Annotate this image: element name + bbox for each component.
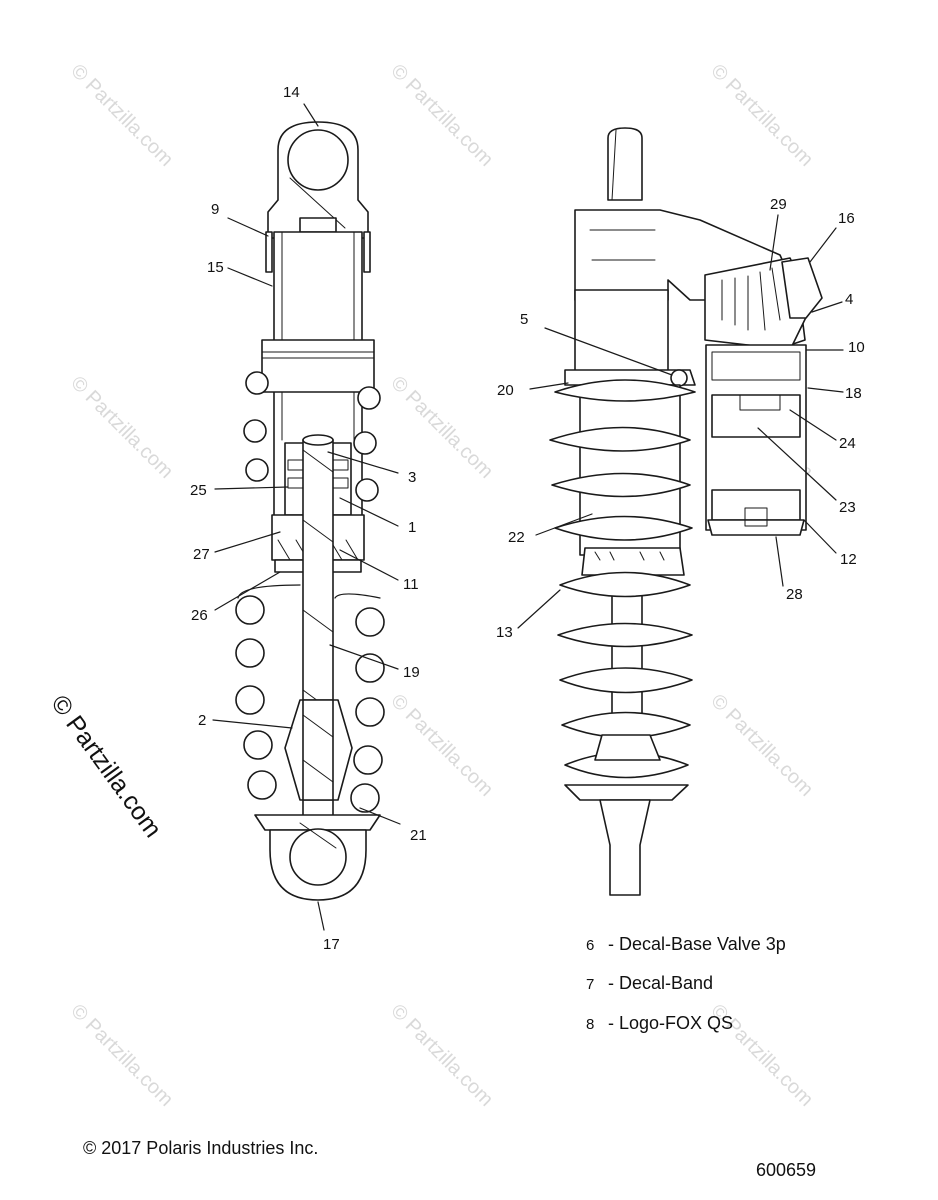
callout-2: 2: [198, 712, 207, 729]
shaft-lower: [611, 574, 643, 736]
legend-item: 8 - Logo-FOX QS: [586, 1013, 733, 1034]
callout-1: 1: [408, 519, 417, 536]
right-shock-exterior: [549, 127, 823, 896]
callout-5: 5: [520, 311, 529, 328]
callout-28: 28: [786, 586, 803, 603]
spring-coils-upper: [243, 371, 381, 502]
legend-text: - Decal-Base Valve 3p: [608, 934, 786, 954]
callout-21: 21: [410, 827, 427, 844]
snap-ring: [363, 231, 371, 273]
callout-19: 19: [403, 664, 420, 681]
legend-number: 8: [586, 1016, 595, 1033]
adjuster-knob: [781, 257, 823, 319]
preload-set-screw: [670, 369, 688, 387]
callout-15: 15: [207, 259, 224, 276]
lower-spring-seat: [254, 814, 381, 831]
leader-lines: [212, 103, 844, 931]
reservoir-end-cap: [707, 519, 805, 536]
preload-collar: [261, 339, 375, 393]
bump-stop: [594, 734, 661, 761]
callout-16: 16: [838, 210, 855, 227]
legend-number: 6: [586, 937, 595, 954]
legend-text: - Decal-Band: [608, 973, 714, 993]
spring-coils-lower: [235, 584, 385, 813]
callout-20: 20: [497, 382, 514, 399]
lower-eye-stem: [599, 799, 651, 896]
top-eye-stem: [607, 127, 643, 201]
callout-14: 14: [283, 84, 300, 101]
left-shock-section: [235, 121, 385, 901]
callout-13: 13: [496, 624, 513, 641]
callout-18: 18: [845, 385, 862, 402]
callout-22: 22: [508, 529, 525, 546]
lower-eye-hole: [289, 828, 347, 886]
legend-item: 7 - Decal-Band: [586, 973, 713, 994]
callout-25: 25: [190, 482, 207, 499]
callout-17: 17: [323, 936, 340, 953]
callout-29: 29: [770, 196, 787, 213]
main-body: [574, 289, 669, 381]
callout-24: 24: [839, 435, 856, 452]
callout-4: 4: [845, 291, 854, 308]
callout-12: 12: [840, 551, 857, 568]
top-eye-hole: [287, 129, 349, 191]
reservoir-piston: [711, 394, 801, 438]
snap-ring: [265, 231, 273, 273]
callout-9: 9: [211, 201, 220, 218]
callout-27: 27: [193, 546, 210, 563]
top-bushing: [299, 217, 337, 233]
lower-spring-seat: [564, 784, 689, 801]
legend-text: - Logo-FOX QS: [608, 1013, 734, 1033]
callout-23: 23: [839, 499, 856, 516]
spring-coils-upper: [549, 379, 696, 541]
callout-10: 10: [848, 339, 865, 356]
part-number: 600659: [756, 1160, 817, 1180]
spring-retainer: [581, 547, 685, 576]
callout-3: 3: [408, 469, 417, 486]
copyright-text: © 2017 Polaris Industries Inc.: [83, 1138, 319, 1158]
callout-11: 11: [403, 576, 419, 593]
legend-number: 7: [586, 976, 595, 993]
legend-item: 6 - Decal-Base Valve 3p: [586, 934, 786, 955]
callout-26: 26: [191, 607, 208, 624]
